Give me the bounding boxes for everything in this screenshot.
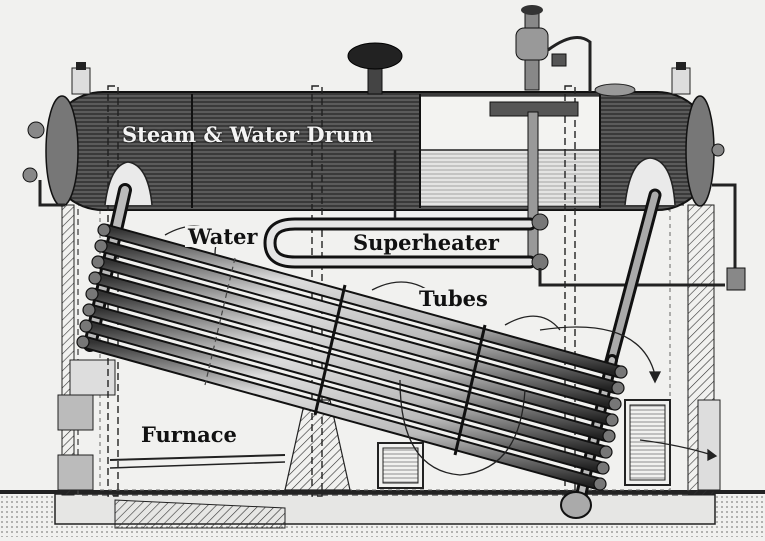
foundation <box>0 490 765 537</box>
superheater <box>263 101 725 287</box>
steam-water-drum <box>22 5 746 497</box>
tubes-label: Tubes <box>416 288 491 309</box>
water-label: Water <box>185 226 261 247</box>
superheater-label: Superheater <box>350 232 502 253</box>
brick-setting <box>57 204 721 496</box>
drum-label: Steam & Water Drum <box>122 122 374 147</box>
furnace-label: Furnace <box>138 424 240 445</box>
water-tubes <box>76 223 628 491</box>
